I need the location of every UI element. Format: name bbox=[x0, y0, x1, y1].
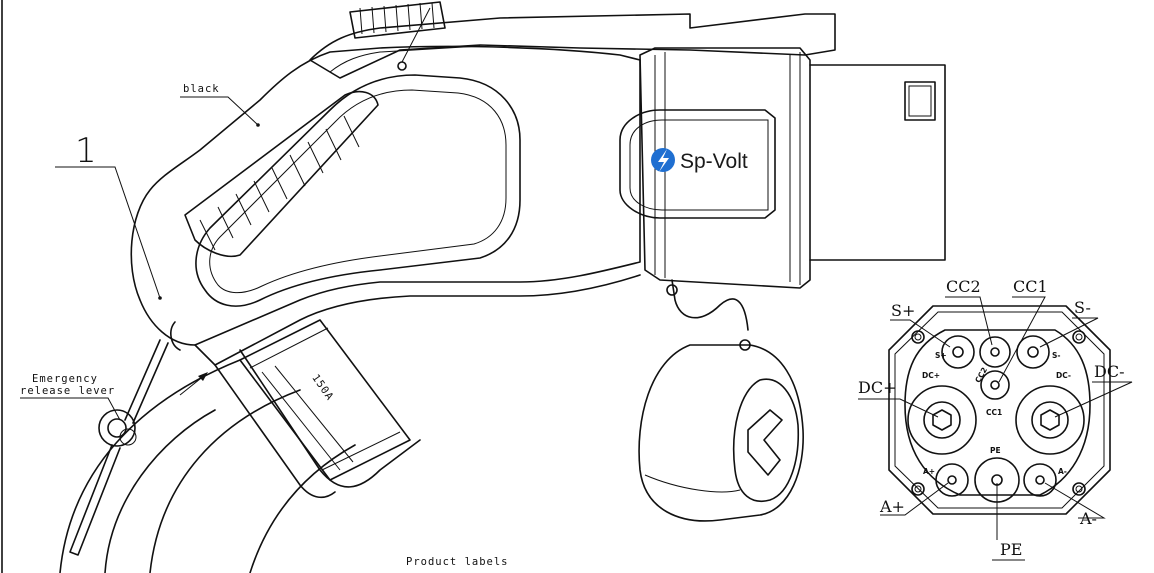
emergency-label-line2: release lever bbox=[20, 385, 115, 397]
connector-face: S+ S- DC+ DC- CC2 CC1 PE A+ A- bbox=[888, 305, 1111, 515]
callout-dc-plus: DC+ bbox=[858, 378, 896, 397]
callout-dc-minus: DC- bbox=[1094, 362, 1124, 381]
pin-mark-dc-minus: DC- bbox=[1056, 371, 1071, 380]
brand-name: Sp-Volt bbox=[680, 150, 748, 173]
callout-number: 1 bbox=[75, 131, 97, 171]
callout-a-minus: A- bbox=[1079, 509, 1097, 528]
pin-mark-pe: PE bbox=[990, 446, 1001, 455]
callout-a-plus: A+ bbox=[879, 497, 905, 516]
pin-s-minus bbox=[1016, 335, 1050, 369]
pin-cc2 bbox=[979, 336, 1011, 368]
emergency-release-lever bbox=[69, 321, 181, 556]
charging-gun bbox=[130, 1, 946, 499]
pin-a-minus bbox=[1023, 463, 1057, 497]
pin-s-plus bbox=[941, 335, 975, 369]
pin-mark-cc2: CC2 bbox=[973, 366, 989, 385]
callout-cc1: CC1 bbox=[1013, 277, 1048, 296]
protective-cap bbox=[638, 279, 804, 522]
pin-mark-s-plus: S+ bbox=[935, 351, 947, 360]
product-labels: Product labels bbox=[406, 556, 509, 568]
callout-s-minus: S- bbox=[1074, 298, 1091, 317]
leader-lines bbox=[20, 7, 1133, 561]
pin-mark-cc1: CC1 bbox=[986, 408, 1002, 417]
pin-mark-s-minus: S- bbox=[1052, 351, 1061, 360]
callout-cc2: CC2 bbox=[946, 277, 981, 296]
callout-s-plus: S+ bbox=[891, 301, 915, 320]
brand-logo bbox=[651, 148, 675, 172]
callout-pe: PE bbox=[1000, 540, 1022, 559]
pin-cc1 bbox=[980, 370, 1010, 400]
color-note: black bbox=[183, 83, 220, 95]
emergency-label-line1: Emergency bbox=[32, 373, 98, 385]
pin-dc-minus bbox=[1015, 385, 1085, 455]
pin-dc-plus bbox=[907, 385, 977, 455]
pin-mark-a-plus: A+ bbox=[923, 467, 935, 476]
rating-label: 150A bbox=[309, 372, 336, 403]
pin-mark-dc-plus: DC+ bbox=[922, 371, 940, 380]
pin-mark-a-minus: A- bbox=[1058, 467, 1067, 476]
corner-screws bbox=[911, 330, 1086, 496]
pin-a-plus bbox=[935, 463, 969, 497]
